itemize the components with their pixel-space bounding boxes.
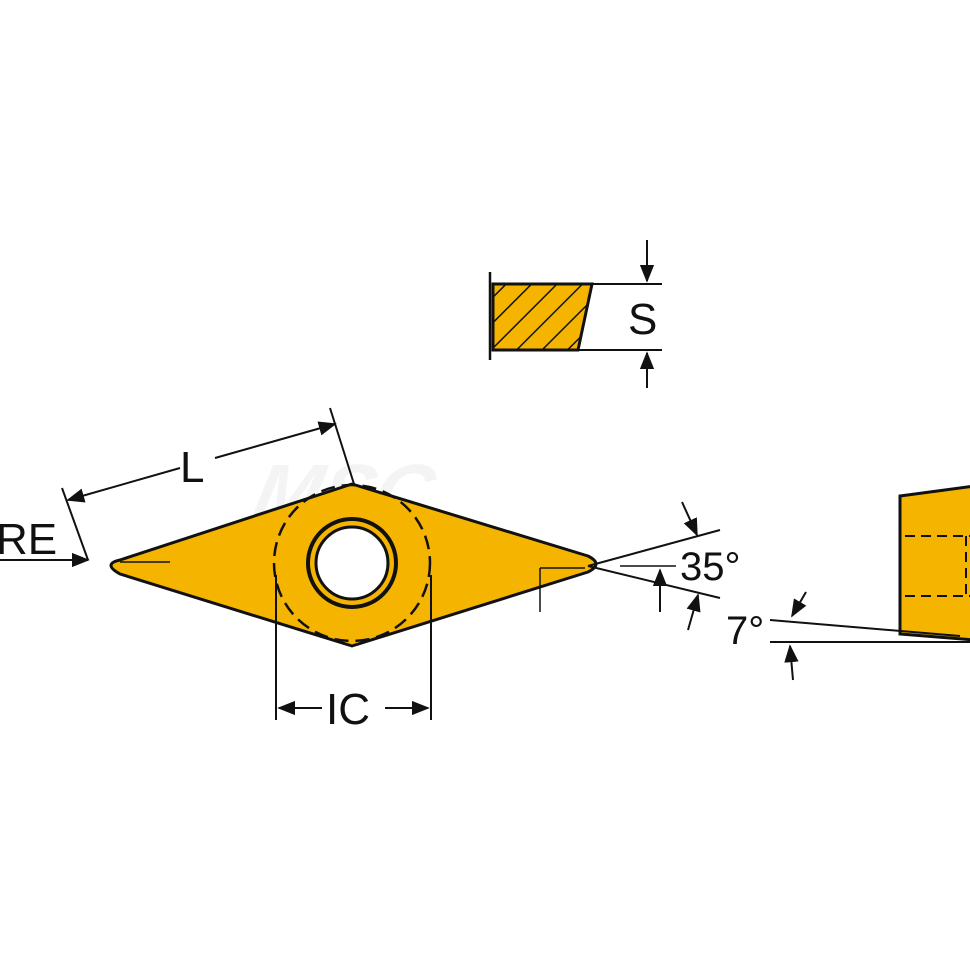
ic-dimension: IC — [275, 575, 432, 734]
clearance-angle-label: 7° — [726, 609, 764, 653]
included-angle-label: 35° — [680, 545, 741, 589]
insert-side-view: 7° — [726, 485, 970, 681]
angle-arrow-top — [681, 501, 698, 537]
length-arrow-left — [66, 467, 181, 503]
included-angle-dimension: 35° — [587, 501, 741, 631]
thickness-section — [491, 282, 594, 352]
thickness-view: S — [488, 240, 662, 388]
insert-top-view — [109, 482, 598, 648]
corner-radius-label: RE — [0, 515, 57, 564]
length-dimension: L — [61, 407, 355, 561]
corner-radius-dimension: RE — [0, 515, 90, 568]
center-hole — [314, 525, 390, 601]
clearance-arrow-bottom — [784, 644, 799, 681]
inscribed-circle — [272, 483, 432, 643]
angle-arrow-bottom — [686, 593, 701, 631]
side-view-body — [898, 485, 970, 642]
ic-label: IC — [326, 685, 370, 734]
thickness-label: S — [628, 295, 657, 344]
length-arrow-right — [214, 421, 337, 459]
length-label: L — [180, 443, 204, 492]
clearance-arrow-top — [791, 591, 807, 618]
